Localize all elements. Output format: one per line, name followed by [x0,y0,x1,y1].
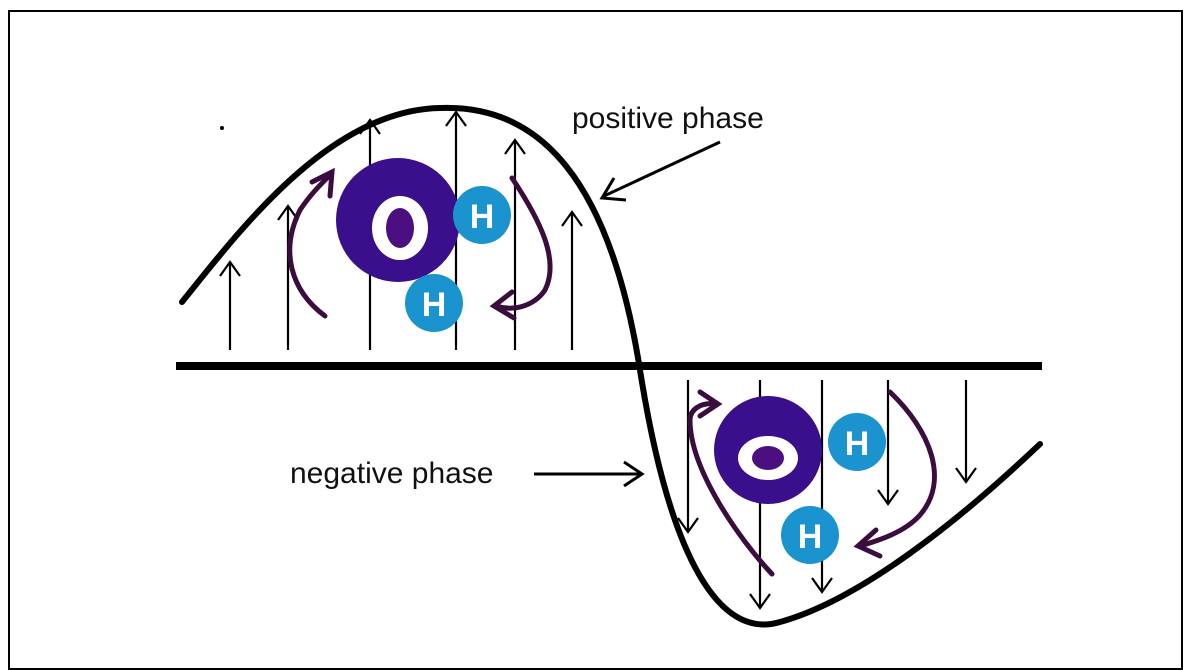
positive-phase-pointer [602,142,720,200]
water-molecule-positive: H H [336,158,511,332]
stray-dot [220,126,224,130]
hydrogen-label: H [422,286,447,324]
down-arrow [956,380,976,482]
oxygen-core [752,446,784,470]
hydrogen-label: H [470,198,495,236]
up-arrow [562,212,582,350]
negative-phase-label: negative phase [290,457,494,490]
swirl-arrowhead-right [494,292,514,318]
up-arrow [220,262,240,350]
swirl-arrow-left [290,175,330,316]
hydrogen-label: H [845,425,870,463]
wave-diagram: H H H H positive phase negative phase [0,0,1195,643]
negative-phase-pointer [534,462,642,486]
swirl-arrow-right [860,392,934,546]
positive-phase-label: positive phase [572,102,764,135]
oxygen-core [386,208,414,248]
hydrogen-label: H [798,518,823,556]
